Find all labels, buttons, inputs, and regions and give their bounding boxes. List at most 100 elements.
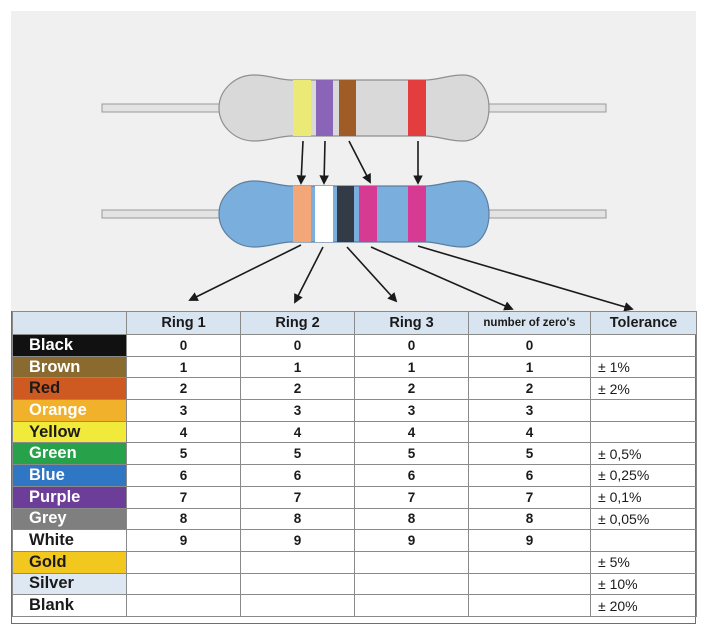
tolerance-cell: ± 0,05% xyxy=(590,507,697,531)
arrow-tolerance xyxy=(417,245,634,311)
ring2-cell: 2 xyxy=(240,377,355,401)
color-name-cell: Red xyxy=(12,377,127,401)
tolerance-cell: ± 0,1% xyxy=(590,485,697,509)
zeros-cell: 4 xyxy=(468,420,591,444)
header-ring2: Ring 2 xyxy=(240,311,355,335)
color-name-cell: Green xyxy=(12,442,127,466)
ring3-cell: 3 xyxy=(354,399,469,422)
zeros-cell: 8 xyxy=(468,507,591,531)
color-name-cell: Silver xyxy=(12,572,127,596)
ring2-cell: 7 xyxy=(240,485,355,509)
ring1-cell: 0 xyxy=(126,334,241,357)
ring2-cell: 8 xyxy=(240,507,355,531)
ring3-cell: 6 xyxy=(354,464,469,487)
table-row: Blank ± 20% xyxy=(12,594,697,617)
tolerance-cell xyxy=(590,420,697,444)
ring2-cell xyxy=(240,572,355,596)
resistor-bottom xyxy=(101,180,607,248)
ring2-cell: 0 xyxy=(240,334,355,357)
zeros-cell: 9 xyxy=(468,529,591,552)
table-row: Silver ± 10% xyxy=(12,572,697,596)
tolerance-cell xyxy=(590,529,697,552)
resistor-top xyxy=(101,74,607,142)
diagram-background xyxy=(11,11,696,311)
arrow-zeros xyxy=(370,246,514,311)
resistor-bottom-band-1 xyxy=(293,186,311,242)
tolerance-cell: ± 20% xyxy=(590,594,697,617)
resistor-bottom-band-2 xyxy=(315,186,333,242)
ring1-cell: 8 xyxy=(126,507,241,531)
column-mapping-arrows xyxy=(188,244,634,311)
ring3-cell: 2 xyxy=(354,377,469,401)
color-name-cell: Brown xyxy=(12,355,127,379)
ring3-cell xyxy=(354,594,469,617)
ring3-cell: 8 xyxy=(354,507,469,531)
band-mapping-arrows xyxy=(296,140,423,185)
resistor-top-band-2 xyxy=(316,80,333,136)
color-name-cell: Blank xyxy=(12,594,127,617)
ring1-cell: 2 xyxy=(126,377,241,401)
ring3-cell: 9 xyxy=(354,529,469,552)
tolerance-cell: ± 0,5% xyxy=(590,442,697,466)
header-ring3: Ring 3 xyxy=(354,311,469,335)
ring1-cell xyxy=(126,572,241,596)
resistor-diagram xyxy=(101,74,634,311)
resistor-top-band-3 xyxy=(339,80,356,136)
ring1-cell: 9 xyxy=(126,529,241,552)
resistor-top-band-4 xyxy=(408,80,426,136)
ring1-cell: 3 xyxy=(126,399,241,422)
ring1-cell: 4 xyxy=(126,420,241,444)
color-name-cell: Blue xyxy=(12,464,127,487)
ring2-cell: 9 xyxy=(240,529,355,552)
resistor-bottom-lead-right xyxy=(475,209,607,219)
resistor-bottom-lead-left xyxy=(101,209,233,219)
color-name-cell: Black xyxy=(12,334,127,357)
ring1-cell: 1 xyxy=(126,355,241,379)
color-name-cell: Yellow xyxy=(12,420,127,444)
arrow-band1 xyxy=(296,140,307,185)
color-name-cell: White xyxy=(12,529,127,552)
zeros-cell xyxy=(468,550,591,574)
tolerance-cell: ± 5% xyxy=(590,550,697,574)
ring1-cell xyxy=(126,594,241,617)
tolerance-cell: ± 2% xyxy=(590,377,697,401)
header-zeros: number of zero's xyxy=(468,311,591,335)
zeros-cell: 0 xyxy=(468,334,591,357)
header-ring1: Ring 1 xyxy=(126,311,241,335)
tolerance-cell: ± 0,25% xyxy=(590,464,697,487)
resistor-top-band-1 xyxy=(293,80,311,136)
zeros-cell xyxy=(468,594,591,617)
zeros-cell: 1 xyxy=(468,355,591,379)
tolerance-cell: ± 1% xyxy=(590,355,697,379)
table-row: Gold ± 5% xyxy=(12,550,697,574)
ring2-cell: 3 xyxy=(240,399,355,422)
ring2-cell: 5 xyxy=(240,442,355,466)
resistor-bottom-band-5 xyxy=(408,186,426,242)
ring3-cell: 1 xyxy=(354,355,469,379)
color-name-cell: Gold xyxy=(12,550,127,574)
resistor-top-lead-right xyxy=(475,103,607,113)
resistor-top-lead-left xyxy=(101,103,233,113)
zeros-cell: 5 xyxy=(468,442,591,466)
ring3-cell: 0 xyxy=(354,334,469,357)
table-header: Ring 1 Ring 2 Ring 3 number of zero's To… xyxy=(12,311,697,335)
color-name-cell: Purple xyxy=(12,485,127,509)
header-tolerance: Tolerance xyxy=(590,311,697,335)
resistor-bottom-band-4 xyxy=(359,186,377,242)
ring3-cell: 4 xyxy=(354,420,469,444)
zeros-cell: 6 xyxy=(468,464,591,487)
color-name-cell: Orange xyxy=(12,399,127,422)
ring3-cell: 5 xyxy=(354,442,469,466)
tolerance-cell: ± 10% xyxy=(590,572,697,596)
arrow-band2 xyxy=(319,140,329,185)
